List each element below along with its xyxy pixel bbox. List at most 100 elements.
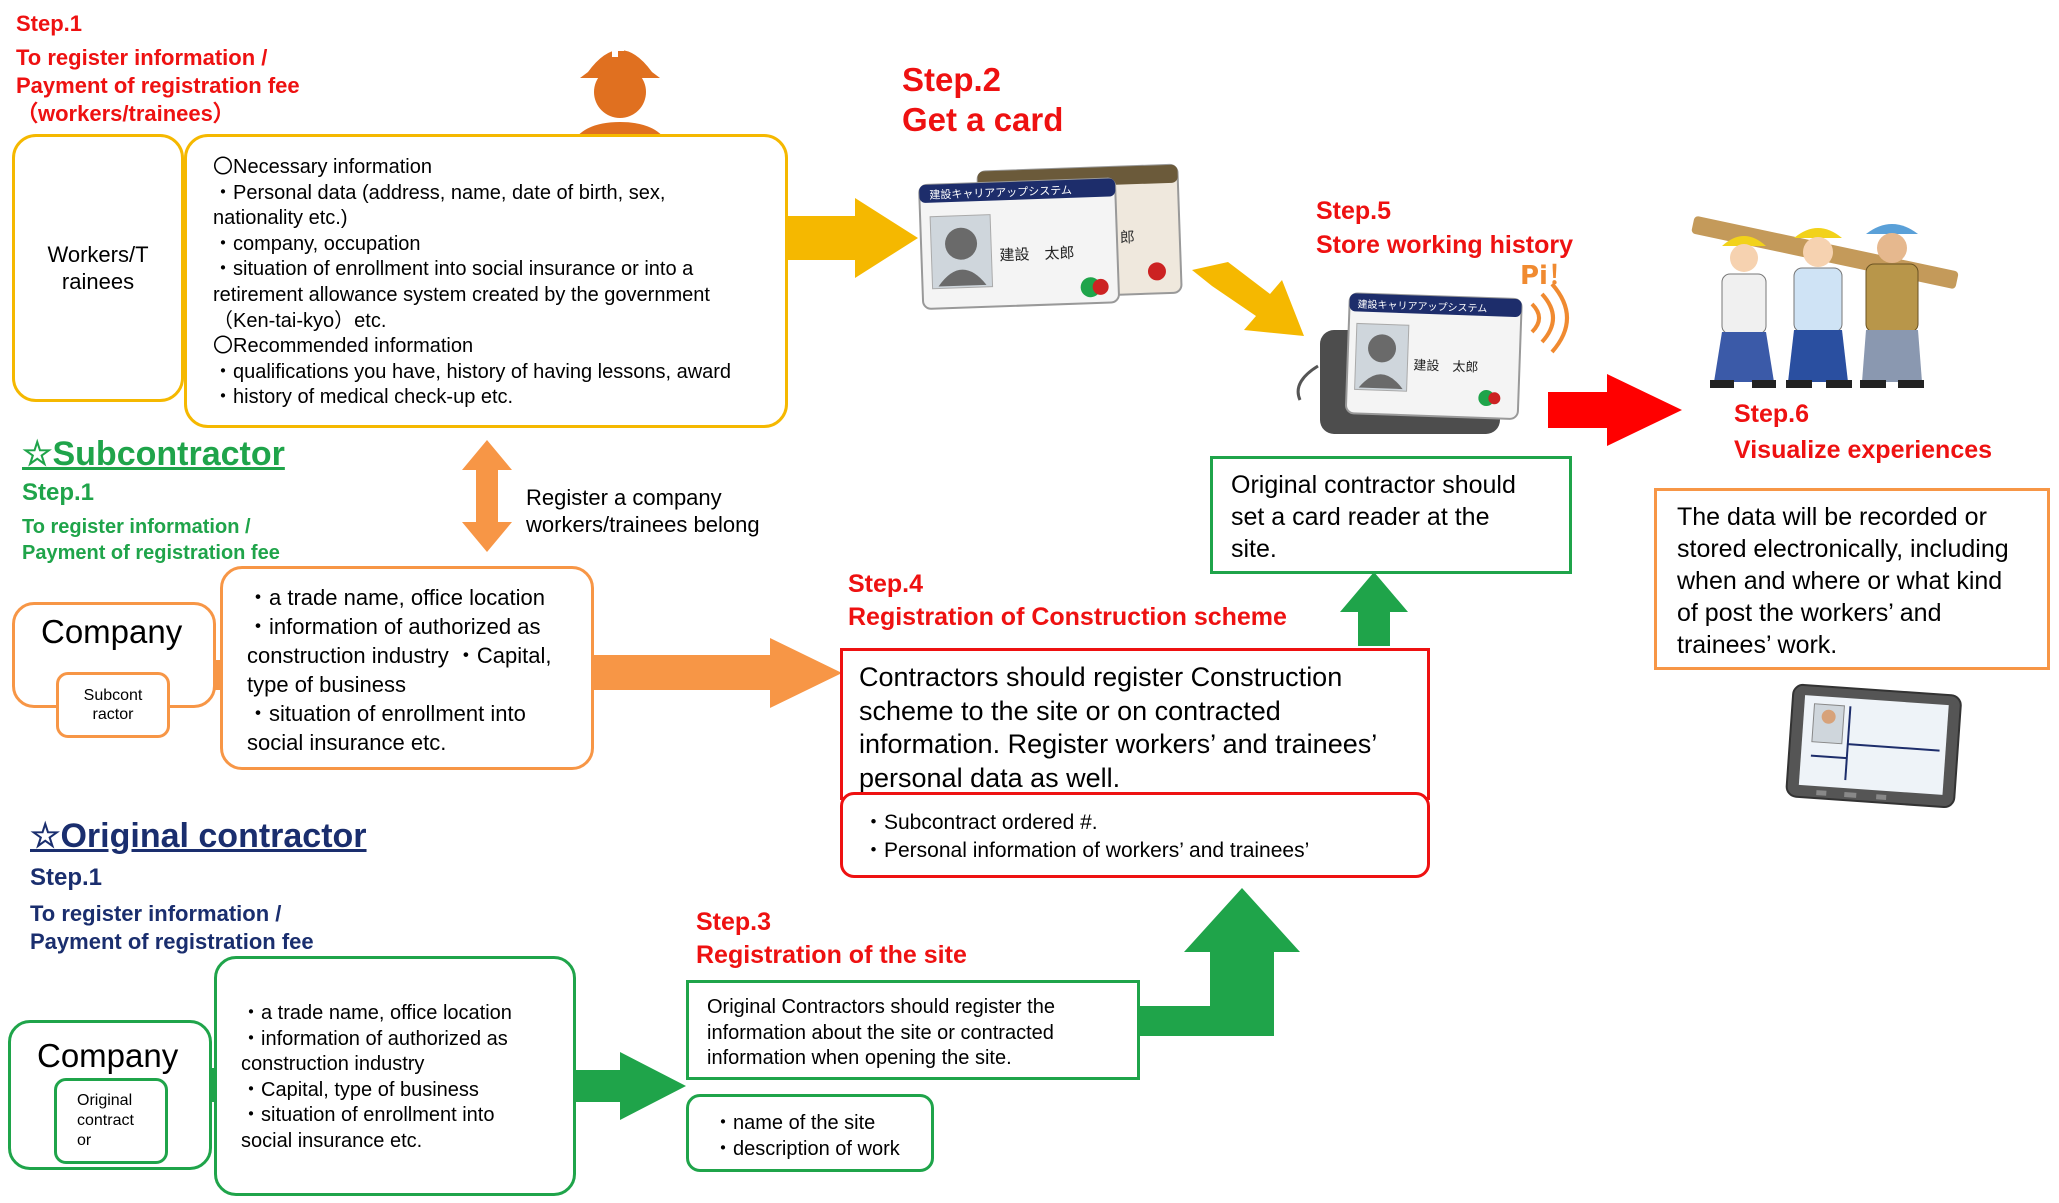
original-step-label: Step.1 [30, 864, 103, 891]
subcontractor-role-line: ractor [92, 706, 134, 723]
step3-title: Registration of the site [696, 941, 967, 969]
subcontractor-info-line: construction industry ・Capital, [247, 643, 552, 668]
worker-title-line: （workers/trainees） [16, 101, 235, 126]
original-role-line: contract [77, 1112, 134, 1129]
step5-header: Step.5 Store working history [1316, 194, 1573, 262]
step2-title: Get a card [902, 101, 1064, 138]
original-info-line: ・situation of enrollment into [241, 1104, 495, 1127]
worker-info-line: nationality etc.) [213, 207, 348, 230]
step6-header: Step.6 Visualize experiences [1734, 396, 1992, 468]
step4-desc-line: scheme to the site or on contracted [859, 695, 1281, 726]
double-arrow-company-link [462, 440, 512, 552]
step5-note-box: Original contractor should set a card re… [1210, 456, 1572, 574]
workers-group-icon [1691, 216, 1959, 388]
original-step1-header: Step.1 To register information / Payment… [30, 864, 314, 956]
tablet-icon [1785, 683, 1962, 809]
step4-desc-line: personal data as well. [859, 762, 1121, 793]
original-title-line: To register information / [30, 901, 282, 926]
step6-title: Visualize experiences [1734, 436, 1993, 464]
company-link-line: workers/trainees belong [526, 512, 760, 537]
step3-desc-line: information about the site or contracted [707, 1021, 1054, 1044]
worker-info-line: ・Personal data (address, name, date of b… [213, 181, 666, 204]
original-info-line: construction industry [241, 1053, 425, 1076]
worker-info-line: ・history of medical check-up etc. [213, 386, 514, 409]
worker-info-line: ・situation of enrollment into social ins… [213, 258, 694, 281]
arrow-to-step3 [576, 1052, 686, 1120]
step5-note-line: set a card reader at the [1231, 503, 1490, 531]
step4-item-line: ・Personal information of workers’ and tr… [863, 839, 1310, 862]
step3-desc-box: Original Contractors should register the… [686, 980, 1140, 1080]
step4-item-line: ・Subcontract ordered #. [863, 811, 1098, 834]
worker-step1-header: Step.1 To register information / Payment… [16, 10, 300, 128]
worker-title-line: To register information / [16, 45, 268, 70]
step4-desc-box: Contractors should register Construction… [840, 648, 1430, 800]
worker-info-line: 〇Recommended information [213, 335, 474, 358]
arrow-step4-to-step5 [1340, 572, 1408, 646]
step4-desc-line: information. Register workers’ and train… [859, 729, 1378, 759]
subcontractor-company-box: Company [12, 602, 216, 708]
subcontractor-title-line: Payment of registration fee [22, 542, 280, 564]
reader-card-holder-name: 建設 太郎 [1413, 357, 1479, 375]
arrow-to-step6 [1548, 374, 1682, 446]
original-info-line: ・information of authorized as [241, 1027, 508, 1050]
step5-note-line: Original contractor should [1231, 471, 1516, 499]
career-card-stack-icon: 郎 建設キャリアアップシステム 建設 太郎 [918, 163, 1183, 310]
worker-entity-line: Workers/T [47, 242, 149, 267]
subcontractor-heading: ☆Subcontractor [22, 435, 285, 473]
subcontractor-role-box: Subcont ractor [56, 672, 170, 738]
subcontractor-company-label: Company [41, 613, 183, 650]
original-info-box: ・a trade name, office location ・informat… [214, 956, 576, 1196]
original-info-line: ・Capital, type of business [241, 1078, 479, 1101]
step3-desc-line: Original Contractors should register the [707, 996, 1055, 1018]
original-title-line: Payment of registration fee [30, 929, 314, 954]
original-company-label: Company [37, 1037, 179, 1074]
step4-items-box: ・Subcontract ordered #. ・Personal inform… [840, 792, 1430, 878]
step2-label: Step.2 [902, 61, 1002, 98]
step3-item-line: ・description of work [713, 1137, 900, 1160]
worker-title-line: Payment of registration fee [16, 73, 300, 98]
original-contractor-heading: ☆Original contractor [30, 817, 367, 855]
step4-desc-line: Contractors should register Construction [859, 662, 1343, 692]
svg-text:郎: 郎 [1119, 228, 1135, 247]
step5-label: Step.5 [1316, 197, 1392, 225]
subcontractor-step-label: Step.1 [22, 479, 95, 506]
arrow-to-step2 [788, 198, 918, 278]
step6-note-line: stored electronically, including [1677, 535, 2009, 563]
subcontractor-info-box: ・a trade name, office location ・informat… [220, 566, 594, 770]
original-info-line: ・a trade name, office location [241, 1002, 512, 1024]
beep-text: Pi！ [1520, 261, 1574, 291]
step4-header: Step.4 Registration of Construction sche… [848, 568, 1287, 634]
subcontractor-info-line: type of business [247, 672, 406, 697]
step6-note-line: The data will be recorded or [1677, 503, 1987, 531]
step3-header: Step.3 Registration of the site [696, 906, 967, 972]
worker-info-line: retirement allowance system created by t… [213, 283, 710, 306]
worker-step-label: Step.1 [16, 11, 83, 36]
subcontractor-info-line: ・situation of enrollment into [247, 701, 526, 726]
step2-header: Step.2 Get a card [902, 60, 1063, 140]
worker-entity-line: rainees [61, 269, 135, 294]
step6-note-line: of post the workers’ and [1677, 599, 1942, 627]
arrow-to-step5 [1192, 262, 1304, 336]
original-role-line: or [77, 1132, 92, 1149]
worker-entity-box: Workers/T rainees [12, 134, 184, 402]
step3-item-line: ・name of the site [713, 1112, 876, 1134]
step3-desc-line: information when opening the site. [707, 1047, 1012, 1070]
step4-label: Step.4 [848, 570, 924, 598]
worker-info-line: ・qualifications you have, history of hav… [213, 360, 732, 383]
step3-items-box: ・name of the site ・description of work [686, 1094, 934, 1172]
step6-note-box: The data will be recorded or stored elec… [1654, 488, 2050, 670]
subcontractor-info-line: ・information of authorized as [247, 614, 541, 639]
company-link-label: Register a company workers/trainees belo… [526, 484, 760, 538]
card-reader-icon: 建設キャリアアップシステム 建設 太郎 Pi！ [1296, 261, 1574, 434]
worker-info-line: （Ken-tai-kyo）etc. [213, 309, 387, 332]
subcontractor-step1-header: Step.1 To register information / Payment… [22, 480, 280, 566]
worker-info-line: ・company, occupation [213, 232, 421, 255]
worker-info-box: 〇Necessary information ・Personal data (a… [184, 134, 788, 428]
step5-note-line: site. [1231, 535, 1277, 563]
arrow-step3-to-step4 [1140, 888, 1300, 1036]
card-holder-name: 建設 太郎 [999, 244, 1075, 265]
step5-title: Store working history [1316, 231, 1573, 259]
original-role-line: Original [77, 1092, 133, 1109]
subcontractor-title-line: To register information / [22, 516, 251, 538]
